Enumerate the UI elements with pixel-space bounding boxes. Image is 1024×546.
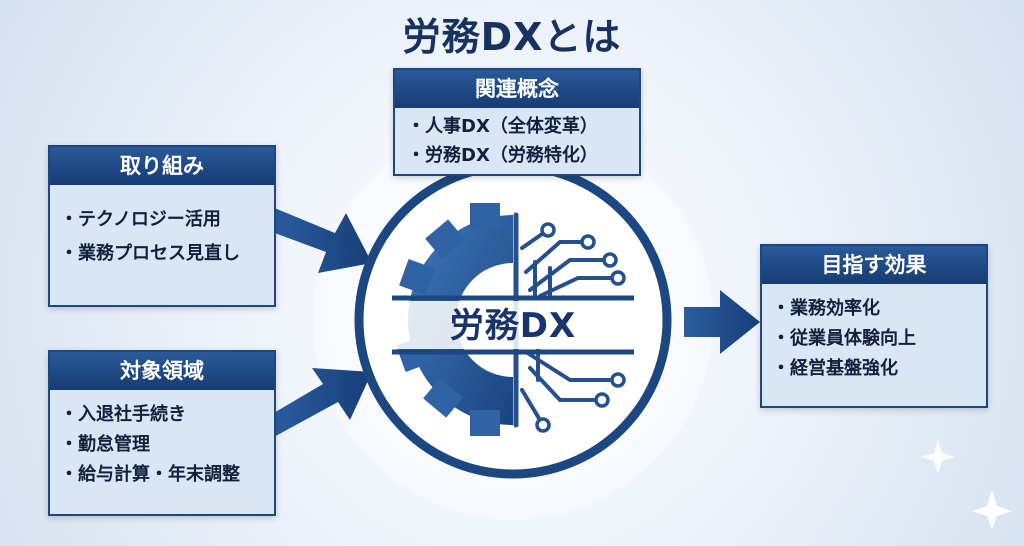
- initiatives-box: 取り組み テクノロジー活用 業務プロセス見直し: [48, 145, 276, 307]
- scope-item: 給与計算・年末調整: [60, 460, 264, 490]
- label-band: [395, 301, 631, 349]
- related-concepts-header: 関連概念: [395, 70, 639, 108]
- related-item: 労務DX（労務特化）: [407, 141, 627, 170]
- effects-item: 経営基盤強化: [772, 354, 976, 384]
- gear-icon: [396, 203, 513, 436]
- arrow-scope-to-center: [272, 368, 372, 438]
- effects-item: 業務効率化: [772, 294, 976, 324]
- arrow-initiatives-to-center: [272, 207, 372, 273]
- effects-item: 従業員体験向上: [772, 324, 976, 354]
- circuit-nodes: [535, 222, 626, 433]
- scope-item: 勤怠管理: [60, 430, 264, 460]
- sparkle-icon: [921, 440, 955, 474]
- page-title: 労務DXとは: [402, 15, 622, 59]
- initiatives-item: 業務プロセス見直し: [60, 237, 264, 271]
- circuit-icon: [513, 212, 614, 428]
- scope-header: 対象領域: [50, 352, 274, 390]
- arrow-center-to-effects: [684, 290, 760, 354]
- scope-item: 入退社手続き: [60, 400, 264, 430]
- effects-header: 目指す効果: [762, 246, 986, 284]
- related-item: 人事DX（全体変革）: [407, 112, 627, 141]
- initiatives-header: 取り組み: [50, 147, 274, 185]
- scope-box: 対象領域 入退社手続き 勤怠管理 給与計算・年末調整: [48, 350, 276, 516]
- effects-box: 目指す効果 業務効率化 従業員体験向上 経営基盤強化: [760, 244, 988, 408]
- related-concepts-box: 関連概念 人事DX（全体変革） 労務DX（労務特化）: [393, 68, 641, 176]
- sparkle-icon: [972, 490, 1012, 530]
- initiatives-item: テクノロジー活用: [60, 203, 264, 237]
- center-label: 労務DX: [449, 306, 577, 346]
